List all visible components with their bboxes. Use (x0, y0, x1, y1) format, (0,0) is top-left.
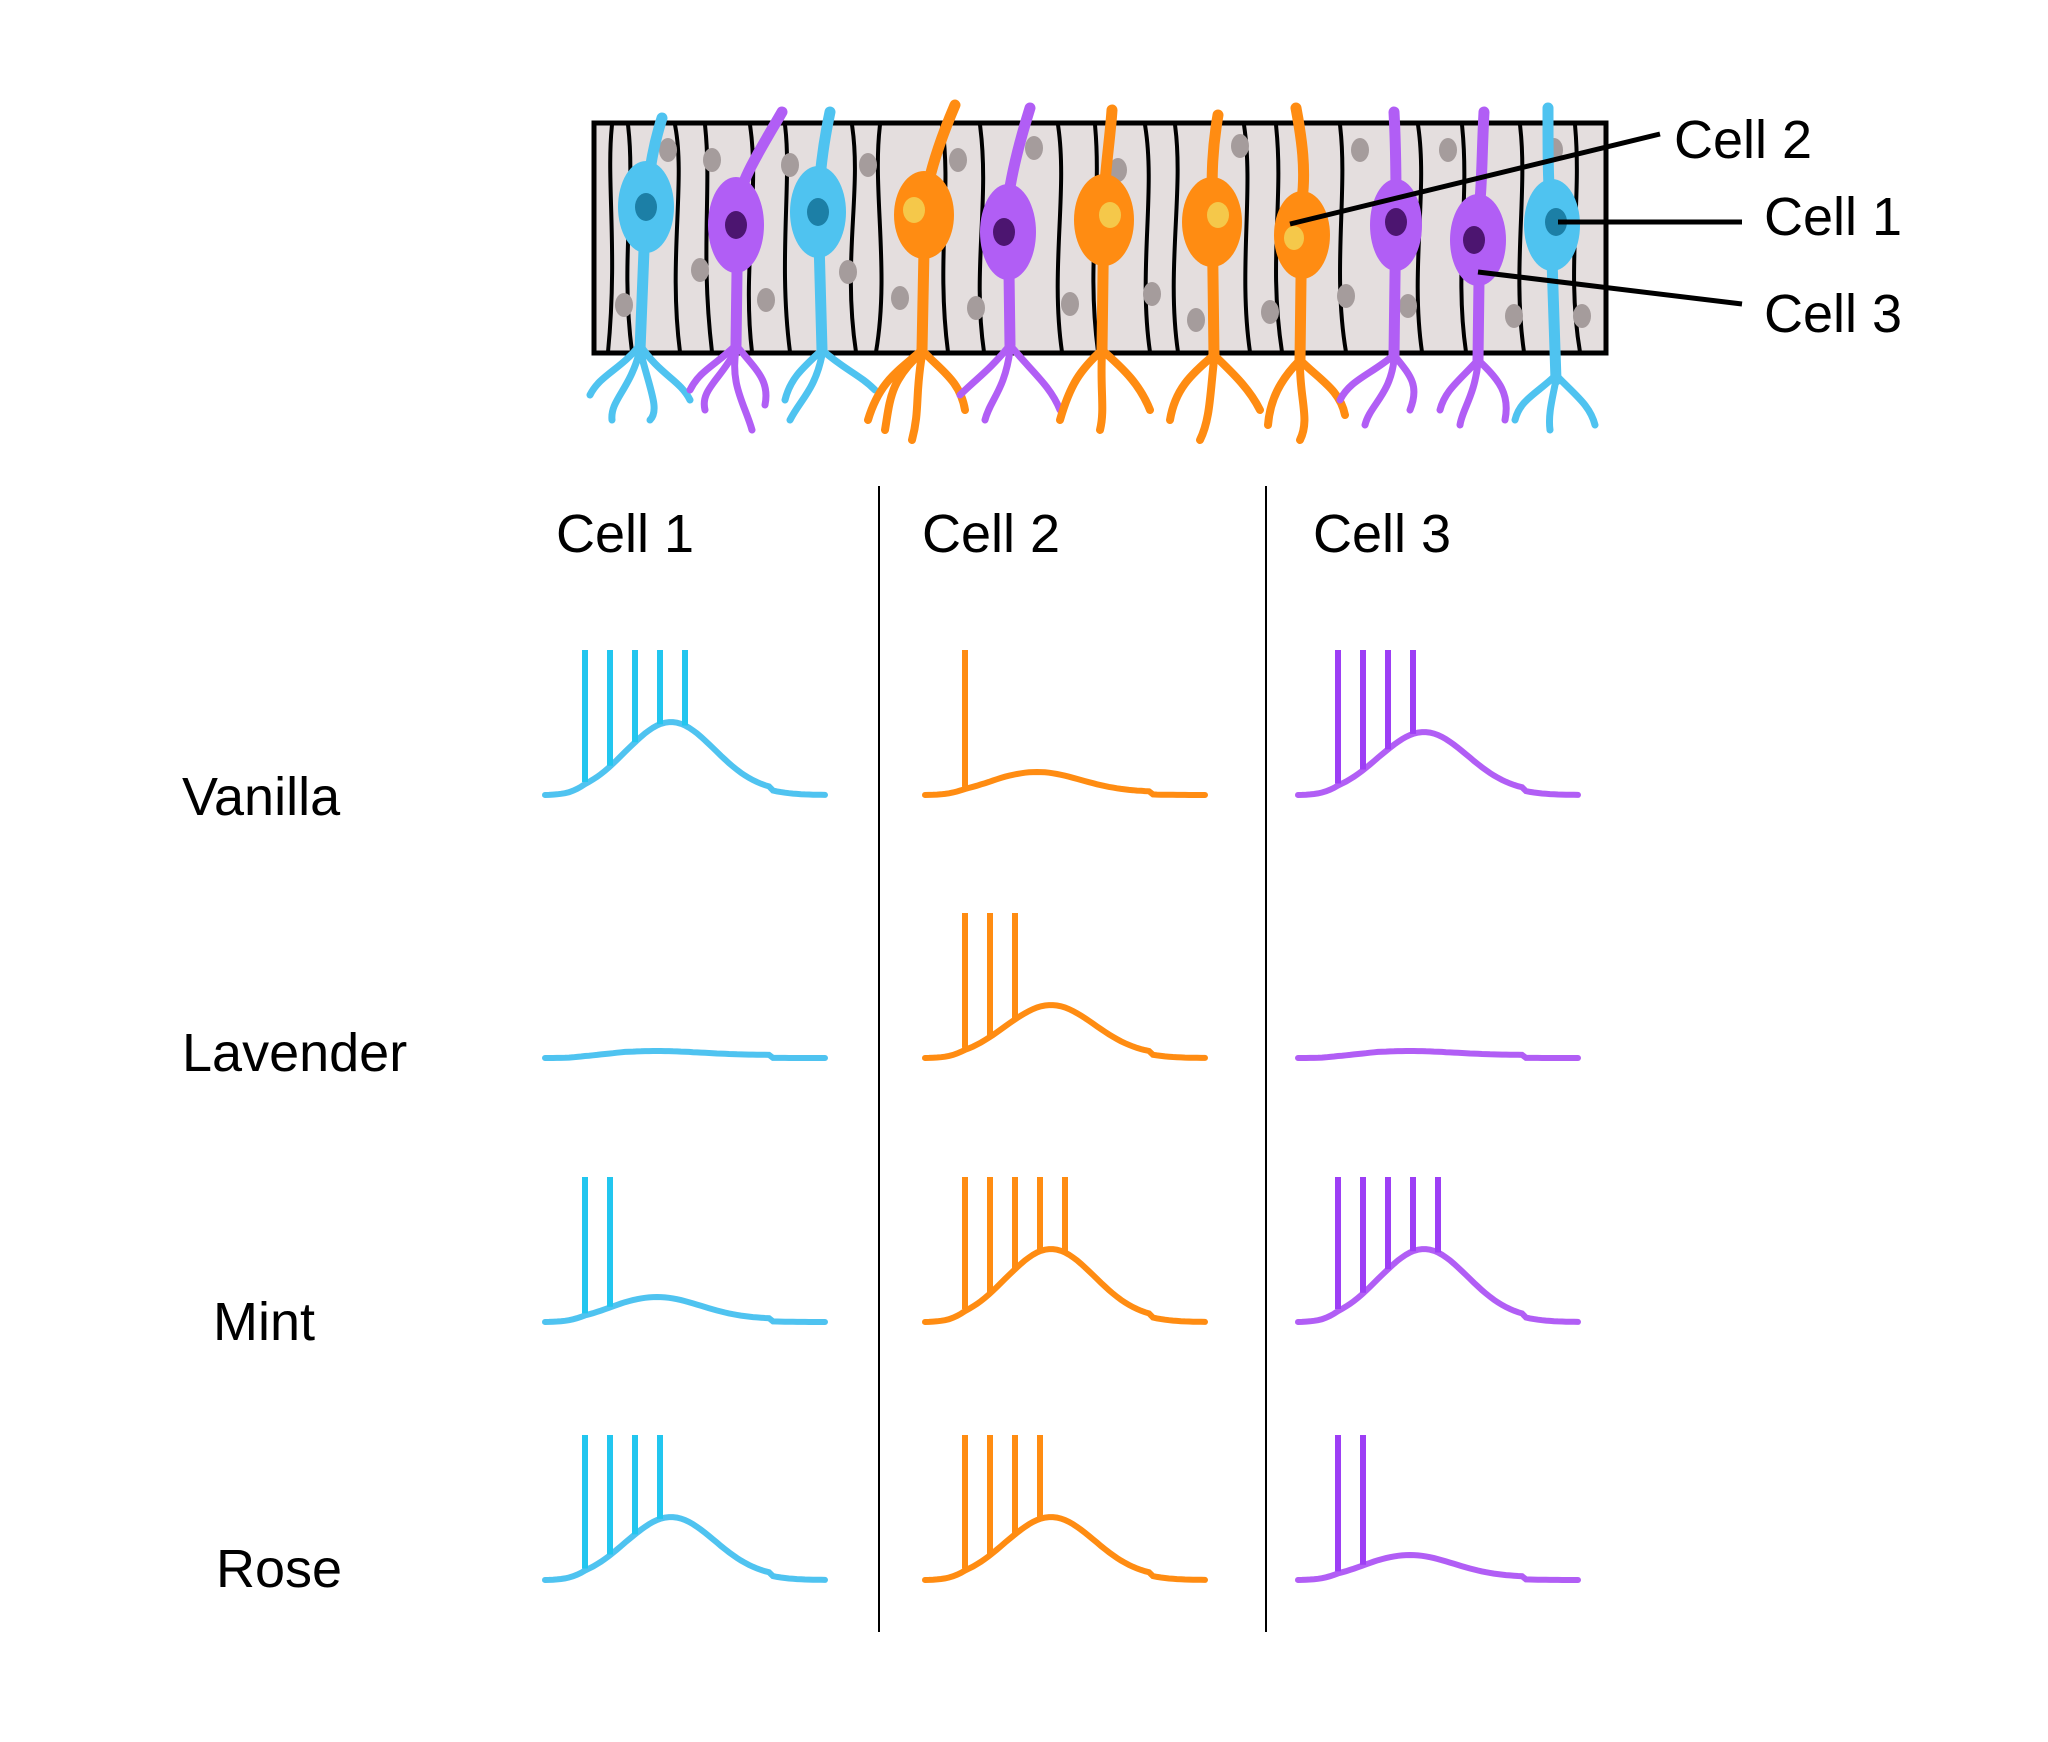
label-leader-lines (1289, 131, 1743, 307)
membrane-trace-cell1 (542, 1514, 828, 1583)
olfactory-epithelium-illustration: Cell 2 Cell 1 Cell 3 (586, 99, 1902, 444)
neuron-cell1-type (1511, 102, 1599, 434)
neuron-cell3-type (686, 106, 788, 434)
membrane-trace-cell1 (542, 1048, 828, 1061)
row-label-vanilla: Vanilla (182, 767, 341, 827)
leader-cell3 (1477, 269, 1743, 307)
leader-cell2 (1289, 131, 1661, 227)
membrane-trace-cell3 (1295, 729, 1581, 798)
tissue-labels: Cell 2 Cell 1 Cell 3 (1674, 110, 1902, 344)
olfactory-neurons (586, 99, 1599, 444)
membrane-trace-cell3 (1295, 1551, 1581, 1583)
neuron-cell3-type (1436, 106, 1510, 429)
membrane-trace-cell2 (922, 1002, 1208, 1061)
supporting-cell-nuclei (615, 134, 1591, 332)
row-label-lavender: Lavender (182, 1023, 407, 1083)
column-header-cell2: Cell 2 (922, 504, 1060, 564)
membrane-trace-cell2 (922, 768, 1208, 798)
response-grid: Cell 1 Cell 2 Cell 3 Vanilla Lavender Mi… (182, 486, 1581, 1632)
membrane-trace-cell2 (922, 1514, 1208, 1583)
tissue-label-cell2: Cell 2 (1674, 110, 1812, 170)
neuron-cell2-type (864, 99, 969, 444)
row-label-mint: Mint (213, 1292, 315, 1352)
tissue-label-cell3: Cell 3 (1764, 284, 1902, 344)
neuron-cell2-type (1166, 109, 1264, 444)
neuron-cell2-type (1264, 102, 1349, 444)
membrane-trace-cell3 (1295, 1048, 1581, 1061)
tissue-label-cell1: Cell 1 (1764, 187, 1902, 247)
column-header-cell1: Cell 1 (556, 504, 694, 564)
neuron-cell3-type (956, 102, 1064, 424)
neuron-cell1-type (586, 112, 694, 424)
neuron-cell1-type (781, 106, 879, 424)
response-traces (542, 650, 1581, 1583)
neuron-cell2-type (1056, 104, 1154, 434)
row-label-rose: Rose (216, 1539, 342, 1599)
column-header-cell3: Cell 3 (1313, 504, 1451, 564)
membrane-trace-cell1 (542, 1293, 828, 1325)
